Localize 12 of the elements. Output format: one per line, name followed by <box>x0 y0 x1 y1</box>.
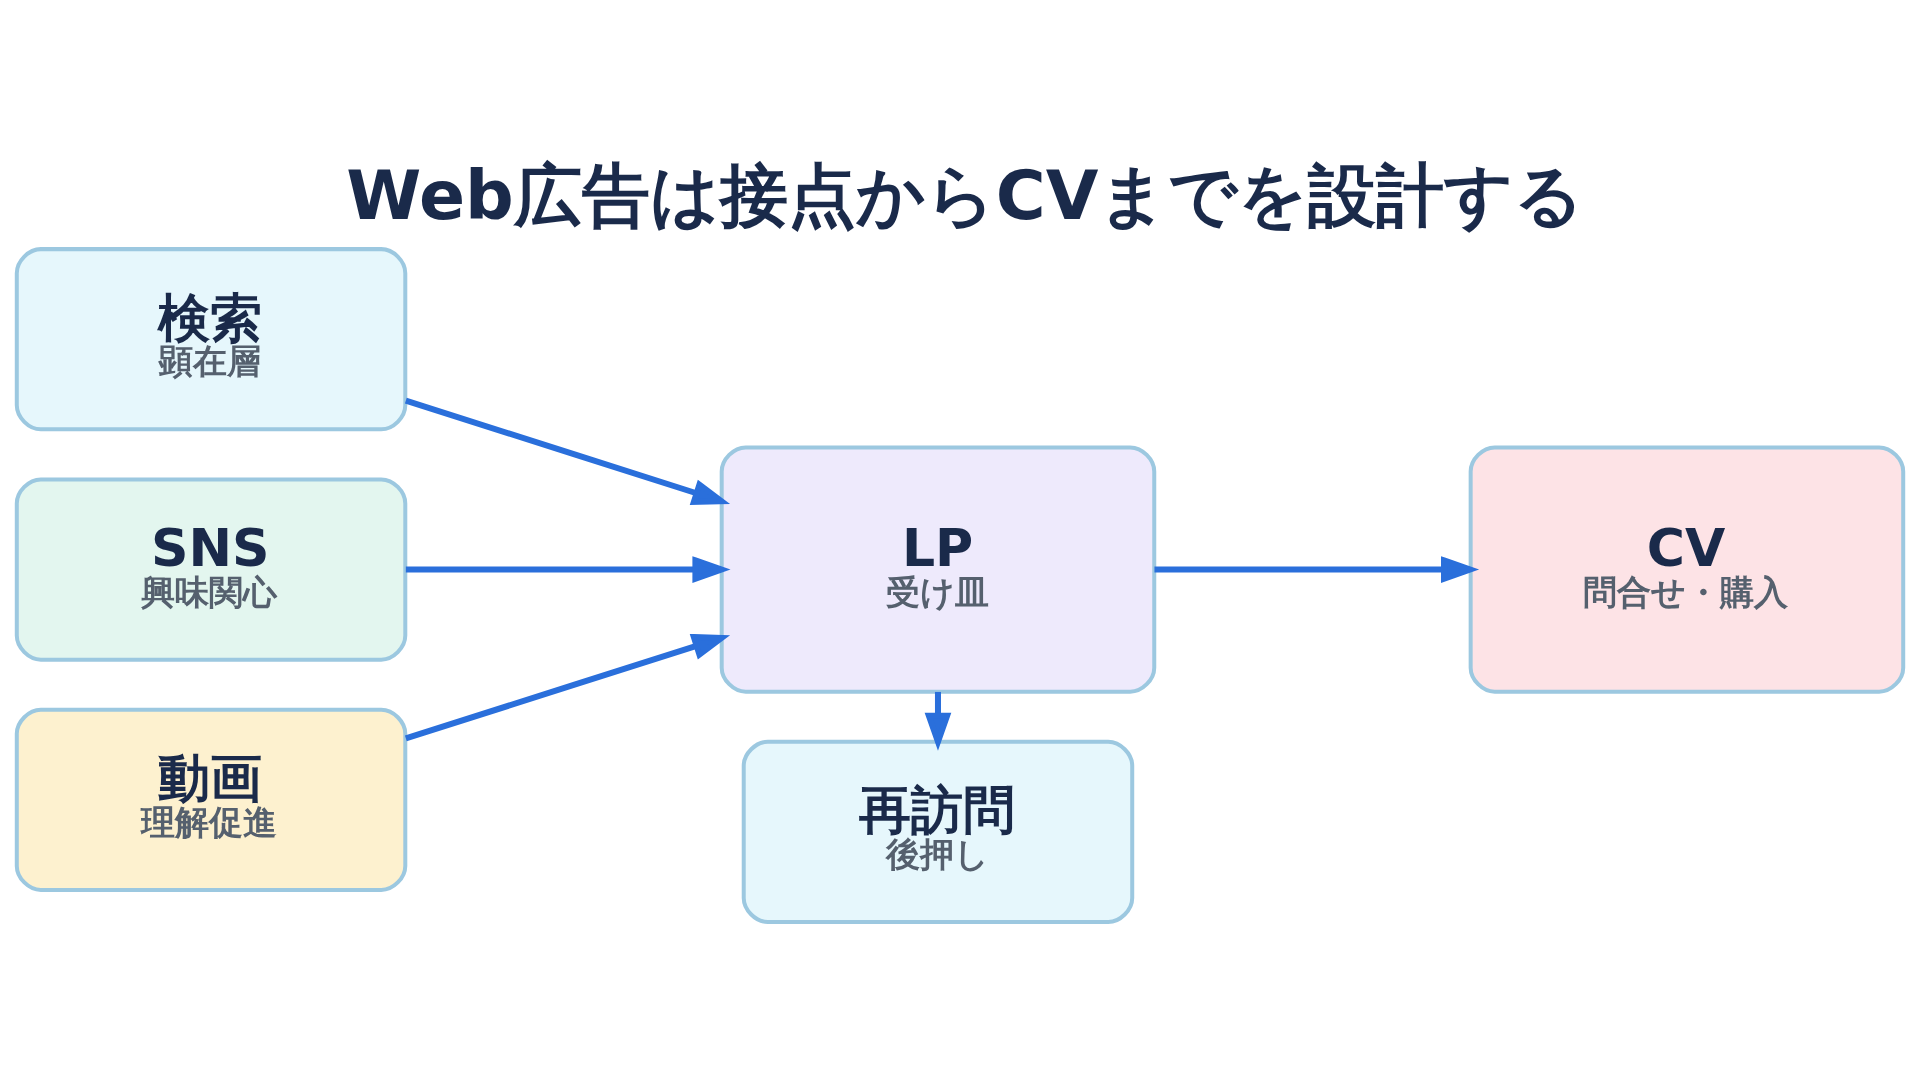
arrow <box>1154 555 1480 583</box>
arrow <box>404 633 731 741</box>
node-box: 検索 顕在層 <box>14 246 408 431</box>
node-box: 再訪問 後押し <box>741 739 1135 924</box>
arrow <box>924 691 952 751</box>
arrow <box>404 397 731 505</box>
node-box: LP 受け皿 <box>719 444 1157 694</box>
arrow <box>405 555 731 583</box>
node-box: SNS 興味関心 <box>14 476 408 662</box>
diagram-title: Web広告は接点からCVまでを設計する <box>346 155 1585 235</box>
node-box: CV 問合せ・購入 <box>1468 444 1906 694</box>
node-box: 動画 理解促進 <box>14 707 408 892</box>
